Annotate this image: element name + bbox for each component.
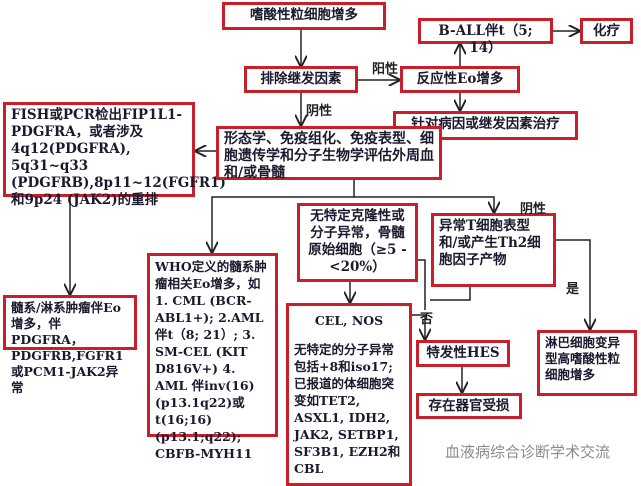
label-positive: 阳性 (372, 62, 399, 77)
label-negative-2: 阴性 (520, 202, 547, 217)
node-eosinophilia: 嗜酸性粒细胞增多 (222, 2, 386, 30)
node-hes: 特发性HES (416, 340, 510, 367)
node-morphology: 形态学、免疫组化、免疫表型、细胞遗传学和分子生物学评估外周血和/或骨髓 (216, 126, 442, 181)
node-chemo: 化疗 (580, 18, 633, 44)
cel-title: CEL, NOS (314, 313, 384, 328)
node-lymph-variant: 淋巴细胞变异型高嗜酸性粒细胞增多 (537, 330, 637, 396)
label-yes: 是 (566, 282, 580, 297)
node-reactive: 反应性Eo增多 (400, 66, 520, 93)
node-organ-damage: 存在器官受损 (416, 393, 522, 419)
watermark: 血液病综合诊断学术交流 (445, 443, 611, 461)
node-exclude-secondary: 排除继发因素 (244, 66, 358, 93)
node-myeloid-lymphoid: 髓系/淋系肿瘤伴Eo增多，伴PDGFRA，PDGFRB,FGFR1或PCM1-J… (3, 295, 137, 395)
node-who: WHO定义的髓系肿瘤相关Eo增多，如1. CML (BCR-ABL1+); 2.… (147, 253, 278, 461)
node-ball: B-ALL伴t（5; 14） (418, 18, 553, 56)
node-no-clonal: 无特定克隆性或分子异常，骨髓原始细胞（≥5 - <20%） (297, 203, 418, 282)
label-no: 否 (420, 312, 434, 327)
node-cel: CEL, NOS 无特定的分子异常包括+8和iso17;已报道的体细胞突变如TE… (286, 303, 412, 486)
label-negative-1: 阴性 (306, 104, 333, 119)
node-abnormal-t: 异常T细胞表型和/或产生Th2细胞因子产物 (431, 213, 556, 287)
cel-body: 无特定的分子异常包括+8和iso17;已报道的体细胞突变如TET2, ASXL1… (294, 342, 401, 476)
node-fish: FISH或PCR检出FIP1L1-PDGFRA，或者涉及4q12(PDGFRA)… (3, 102, 226, 208)
